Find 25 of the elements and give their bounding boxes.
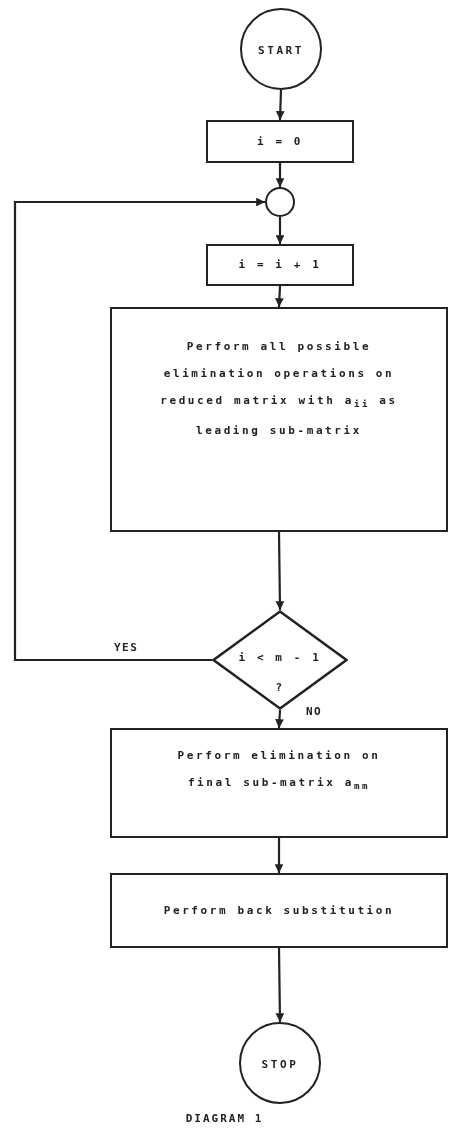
flow-arrow (275, 532, 285, 610)
condition-text: i < m - 1 (238, 650, 322, 666)
node-text: START (257, 43, 305, 59)
flow-arrow (275, 948, 285, 1022)
process-box (206, 120, 354, 163)
flow-arrow (275, 217, 285, 244)
flow-arrow (274, 838, 284, 873)
node-text: i = 0 (256, 134, 304, 150)
node-text: Perform back substitution (163, 903, 395, 919)
flow-arrow (275, 163, 285, 187)
flow-arrow (275, 285, 284, 308)
connector-circle (265, 187, 295, 217)
process-box (206, 244, 354, 286)
node-text: STOP (261, 1057, 299, 1073)
node-text: Perform all possible elimination operations on reduced matrix with a$_{ii}$ as leading sub-matrix (159, 339, 399, 440)
node-text: Perform elimination on final sub-matrix a$_{mm}$ (176, 748, 382, 794)
process-box (110, 873, 448, 948)
flow-arrow (13, 197, 265, 662)
process-box (110, 728, 448, 838)
flow-arrow (275, 89, 285, 121)
question-mark: ? (275, 680, 285, 696)
process-box (110, 307, 448, 532)
caption: DIAGRAM 1 (185, 1112, 264, 1125)
node-text: i = i + 1 (238, 257, 322, 273)
flow-arrow (275, 709, 284, 729)
